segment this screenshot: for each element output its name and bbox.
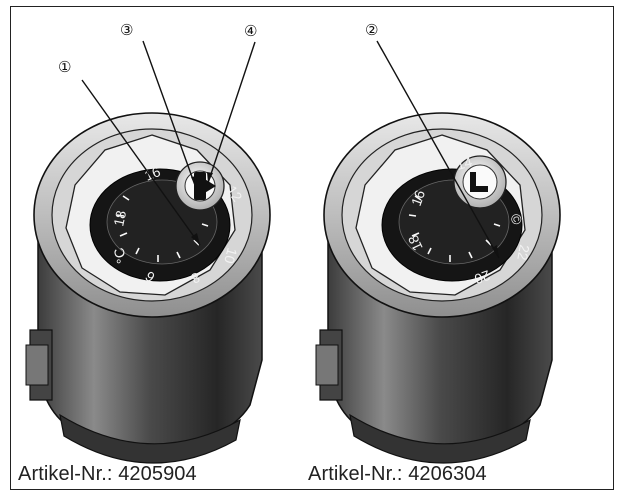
dial-mark: °C: [110, 246, 130, 265]
article-number-right: Artikel-Nr.: 4206304: [308, 463, 487, 485]
dial-mark: 20: [472, 267, 492, 287]
callout-lines: [81, 40, 500, 259]
callout-2: ②: [365, 21, 378, 39]
callout-4: ④: [244, 22, 257, 40]
callout-1: ①: [58, 58, 71, 76]
figure-frame: [10, 6, 614, 490]
dial-mark: 10: [221, 246, 241, 265]
callout-3: ③: [120, 21, 133, 39]
valve-right: 14 16 18 20 22 ©: [315, 112, 561, 464]
dial-mark: 18: [405, 232, 426, 253]
dial-mark: 14: [455, 153, 474, 173]
callout-arrowheads: [191, 172, 499, 258]
dial-mark: 16: [142, 163, 163, 184]
dial-mark: 22: [514, 243, 532, 261]
article-number-left: Artikel-Nr.: 4205904: [18, 463, 197, 485]
dial-mark: 16: [408, 188, 428, 208]
valve-left: 16 18 °C 6 8 10 12: [25, 112, 271, 464]
dial-mark: 18: [110, 209, 129, 228]
